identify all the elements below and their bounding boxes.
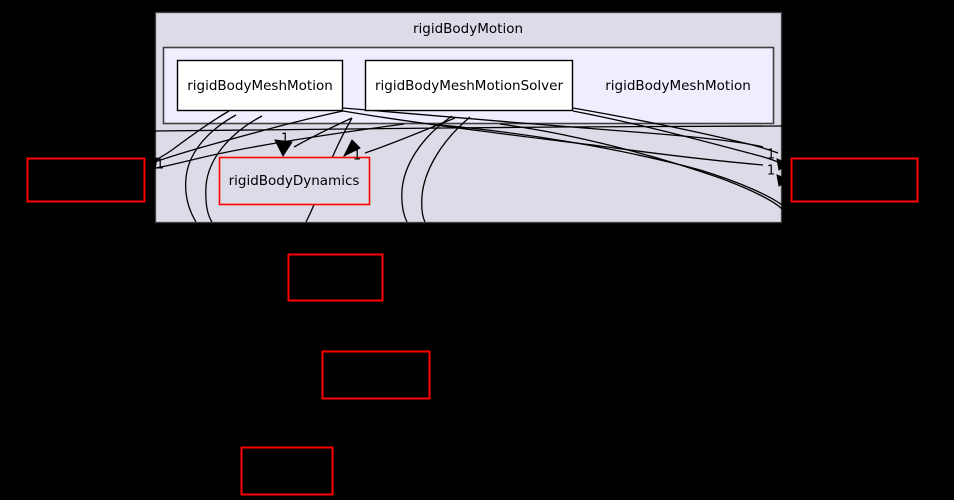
node-hidden-left-box[interactable] xyxy=(26,157,146,203)
node-rigidbodymeshmotionsolver[interactable]: rigidBodyMeshMotionSolver xyxy=(364,59,574,112)
node-hidden-lower-1[interactable] xyxy=(287,253,384,302)
node-hidden-left[interactable] xyxy=(26,157,146,203)
cluster-rigidbodymotion-label: rigidBodyMotion xyxy=(413,21,523,37)
edge-path xyxy=(154,125,783,132)
node-hidden-lower-2-box[interactable] xyxy=(321,350,431,400)
edge-path xyxy=(342,107,764,148)
graph-edges xyxy=(144,107,791,223)
edge-arrowhead xyxy=(776,158,791,171)
edge-path xyxy=(401,115,453,223)
node-rigidbodydynamics-box[interactable] xyxy=(218,156,371,206)
node-rigidbodydynamics-label: rigidBodyDynamics xyxy=(229,173,360,189)
node-rigidbodydynamics[interactable]: rigidBodyDynamics xyxy=(218,156,371,206)
node-hidden-lower-3-box[interactable] xyxy=(240,446,334,496)
edge-arrowhead xyxy=(144,157,158,170)
edge-labels: 1 1 1 1 1 xyxy=(156,132,775,179)
edge-path xyxy=(293,117,353,148)
edge-path xyxy=(499,123,783,210)
edge-arrowhead xyxy=(776,174,791,187)
node-hidden-lower-3[interactable] xyxy=(240,446,334,496)
node-hidden-lower-1-box[interactable] xyxy=(287,253,384,302)
edge-path xyxy=(429,123,783,206)
edge-path xyxy=(421,116,471,223)
edge-label-right-a: 1 xyxy=(767,148,775,163)
edge-path xyxy=(572,107,779,154)
node-rigidbodymeshmotionsolver-box[interactable] xyxy=(364,59,574,112)
edge-label-left: 1 xyxy=(156,158,164,173)
node-rigidbodymeshmotion[interactable]: rigidBodyMeshMotion xyxy=(176,59,344,112)
node-hidden-right-box[interactable] xyxy=(790,157,919,203)
edge-path xyxy=(151,110,344,164)
edge-arrowhead xyxy=(342,139,361,158)
edge-path xyxy=(155,123,405,169)
edge-label-dyn-b: 1 xyxy=(353,149,361,164)
edge-label-dyn-a: 1 xyxy=(281,132,289,147)
edge-path xyxy=(364,117,456,154)
edge-label-right-b: 1 xyxy=(767,164,775,179)
cluster-rigidbodymeshmotion-label: rigidBodyMeshMotion xyxy=(605,78,751,94)
edge-path xyxy=(184,114,237,223)
edge-path xyxy=(572,110,779,163)
node-rigidbodymeshmotion-box[interactable] xyxy=(176,59,344,112)
edge-path xyxy=(205,115,263,223)
edge-arrowhead xyxy=(274,139,293,158)
node-rigidbodymeshmotionsolver-label: rigidBodyMeshMotionSolver xyxy=(375,78,563,94)
node-hidden-lower-2[interactable] xyxy=(321,350,431,400)
node-rigidbodymeshmotion-label: rigidBodyMeshMotion xyxy=(187,78,333,94)
node-hidden-right[interactable] xyxy=(790,157,919,203)
